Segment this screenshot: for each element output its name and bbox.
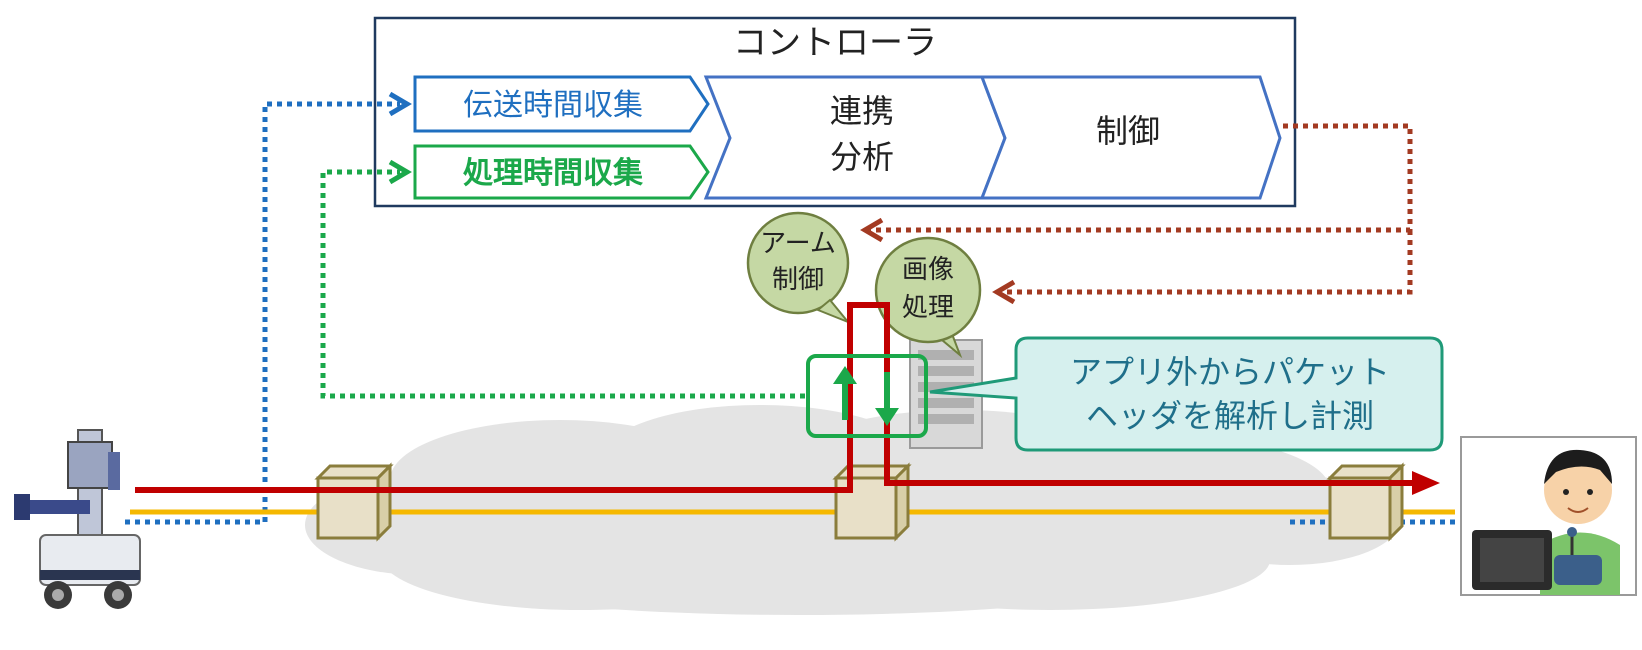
controller-title: コントローラ xyxy=(733,23,937,63)
control-to-arm-flow xyxy=(870,123,1413,233)
callout-line2: ヘッダを解析し計測 xyxy=(1086,397,1374,435)
stage-transmission-collect xyxy=(413,75,710,133)
robot-icon xyxy=(14,429,141,609)
network-switch-right xyxy=(1326,462,1406,542)
control-image-arrowhead xyxy=(992,279,1016,305)
transmission-arrowhead xyxy=(388,91,412,117)
data-flow-arrowhead xyxy=(1412,471,1440,495)
stage-control-label: 制御 xyxy=(1096,112,1160,150)
network-switch-center xyxy=(832,462,912,542)
down-arrow-icon xyxy=(875,372,899,426)
image-processing-line2: 処理 xyxy=(902,293,954,323)
processing-arrowhead xyxy=(388,159,412,185)
control-to-image-flow xyxy=(1002,230,1413,295)
arm-control-line1: アーム xyxy=(760,229,836,259)
arm-control-bubble xyxy=(746,211,850,323)
stage-processing-collect xyxy=(413,144,710,200)
measurement-callout xyxy=(929,336,1444,452)
operator-illustration xyxy=(1460,436,1637,596)
measurement-point-box xyxy=(806,354,928,438)
up-arrow-icon xyxy=(833,366,857,420)
stage-control xyxy=(979,75,1282,200)
processing-time-flow xyxy=(320,169,805,399)
network-switch-left xyxy=(314,462,394,542)
arm-control-line2: 制御 xyxy=(772,265,824,295)
stage-transmission-label: 伝送時間収集 xyxy=(463,88,643,123)
stage-analysis-line2: 分析 xyxy=(830,138,894,176)
stage-processing-label: 処理時間収集 xyxy=(463,156,644,191)
control-arm-arrowhead xyxy=(860,217,884,243)
transmission-time-flow xyxy=(125,101,400,525)
stage-analysis-line1: 連携 xyxy=(830,92,894,130)
image-processing-bubble xyxy=(874,236,982,359)
data-flow-path xyxy=(135,302,1415,493)
callout-line1: アプリ外からパケット xyxy=(1070,353,1390,391)
image-processing-line1: 画像 xyxy=(902,255,954,285)
